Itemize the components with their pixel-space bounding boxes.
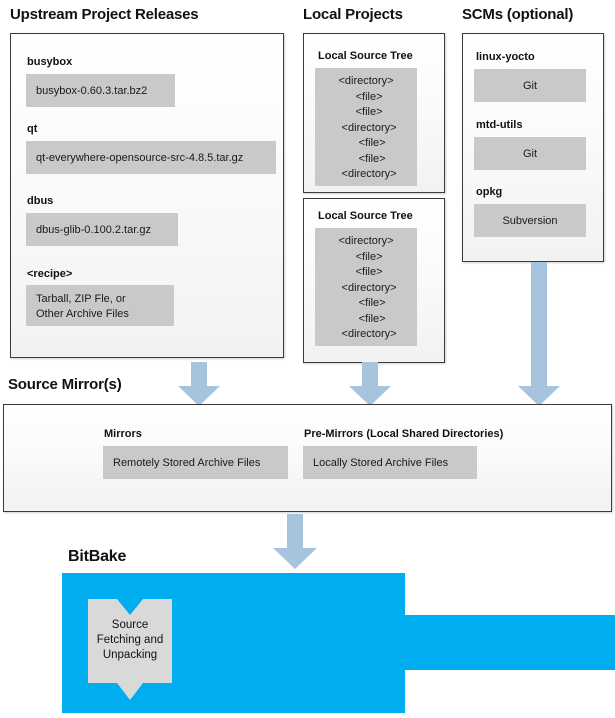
- upstream-item-value-qt: qt-everywhere-opensource-src-4.8.5.tar.g…: [26, 141, 276, 174]
- arrow-local-projects-to-mirrors: [349, 362, 391, 406]
- arrow-upstream-to-mirrors: [178, 362, 220, 406]
- scms-item-value-linux-yocto: Git: [474, 69, 586, 102]
- recipe-value-line-2: Other Archive Files: [36, 308, 129, 320]
- mirrors-value: Remotely Stored Archive Files: [103, 446, 288, 479]
- fetch-text-line-3: Unpacking: [102, 649, 158, 661]
- scms-item-value-opkg: Subversion: [474, 204, 586, 237]
- upstream-item-value-busybox: busybox-0.60.3.tar.bz2: [26, 74, 175, 107]
- mirrors-label: Mirrors: [104, 428, 142, 440]
- bitbake-block: [62, 573, 615, 713]
- scms-item-value-mtd-utils: Git: [474, 137, 586, 170]
- upstream-section-title: Upstream Project Releases: [10, 6, 199, 23]
- upstream-item-label-recipe: <recipe>: [27, 268, 73, 280]
- bitbake-section-title: BitBake: [68, 548, 127, 565]
- pre-mirrors-value: Locally Stored Archive Files: [303, 446, 477, 479]
- scms-section-title: SCMs (optional): [462, 6, 574, 23]
- source-fetching-unpacking-text: Source Fetching and Unpacking: [88, 618, 172, 663]
- scms-item-label-mtd-utils: mtd-utils: [476, 119, 523, 131]
- pre-mirrors-label: Pre-Mirrors (Local Shared Directories): [304, 428, 504, 440]
- arrow-mirrors-to-bitbake: [273, 514, 317, 569]
- fetch-text-line-2: Fetching and: [96, 634, 164, 646]
- local-source-tree-label-1: Local Source Tree: [318, 50, 413, 62]
- scms-item-label-opkg: opkg: [476, 186, 503, 198]
- arrow-scms-to-mirrors: [518, 262, 560, 406]
- upstream-item-value-dbus: dbus-glib-0.100.2.tar.gz: [26, 213, 178, 246]
- local-source-tree-label-2: Local Source Tree: [318, 210, 413, 222]
- local-source-tree-content-1: <directory> <file> <file> <directory> <f…: [315, 68, 417, 186]
- upstream-item-label-qt: qt: [27, 123, 38, 135]
- scms-item-label-linux-yocto: linux-yocto: [476, 51, 535, 63]
- source-fetching-unpacking-shape: [88, 593, 172, 700]
- upstream-item-label-busybox: busybox: [27, 56, 73, 68]
- fetch-text-line-1: Source: [111, 619, 149, 631]
- upstream-item-value-recipe: Tarball, ZIP Fle, or Other Archive Files: [26, 285, 174, 326]
- local-source-tree-content-2: <directory> <file> <file> <directory> <f…: [315, 228, 417, 346]
- upstream-item-label-dbus: dbus: [27, 195, 54, 207]
- source-mirrors-section-title: Source Mirror(s): [8, 376, 122, 393]
- local-projects-section-title: Local Projects: [303, 6, 403, 23]
- recipe-value-line-1: Tarball, ZIP Fle, or: [36, 293, 126, 305]
